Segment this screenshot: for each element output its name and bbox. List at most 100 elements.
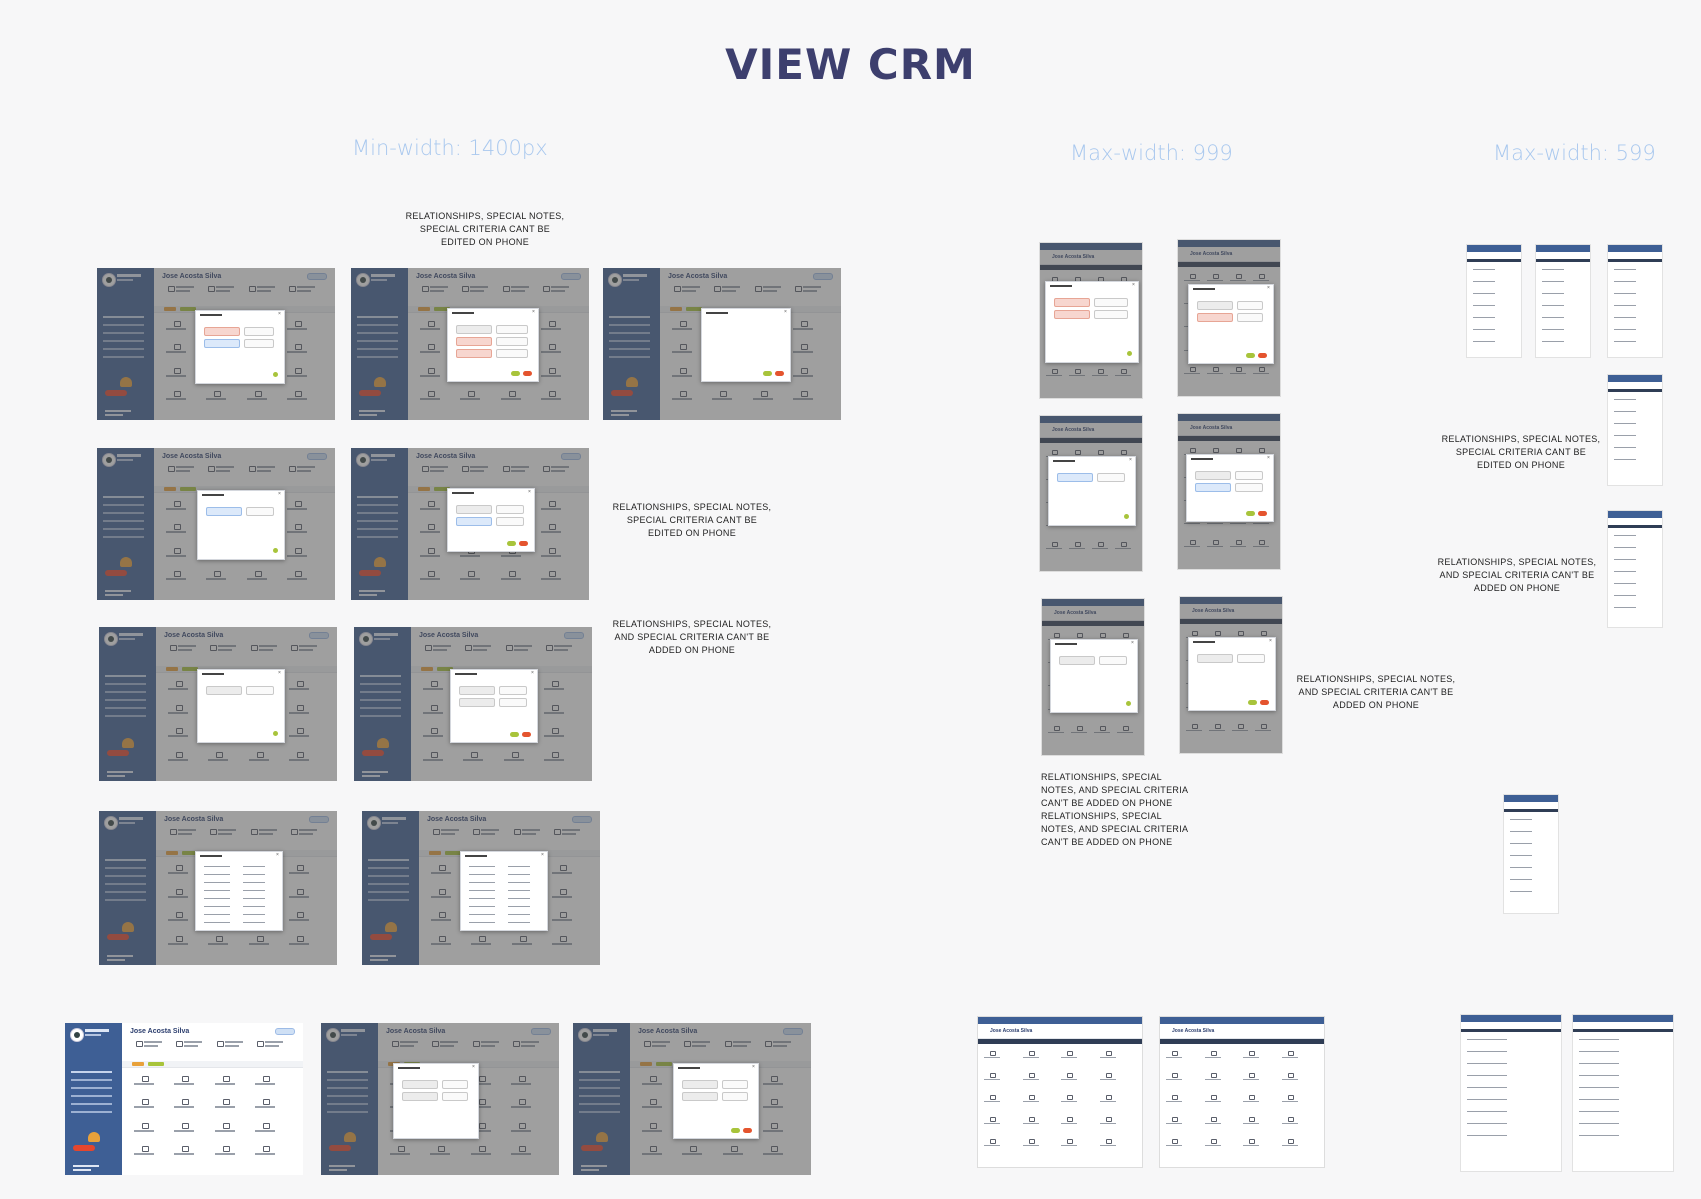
sidebar-item <box>103 512 144 514</box>
sidebar-item <box>609 348 650 350</box>
grid-icon <box>254 570 262 577</box>
info-line <box>216 466 235 468</box>
grid-line <box>471 942 492 945</box>
grid-icon <box>1287 1051 1294 1056</box>
screenshot-phone <box>1607 374 1663 486</box>
info-line <box>298 829 317 831</box>
info-line <box>692 1041 711 1043</box>
dialog-title <box>465 855 487 857</box>
grid-icon <box>294 547 302 554</box>
grid-icon <box>1121 450 1127 455</box>
field <box>1099 656 1127 665</box>
grid-line <box>1253 372 1269 374</box>
sidebar-item <box>609 324 650 326</box>
mobile-header <box>1608 375 1662 382</box>
info-icon <box>392 1041 399 1047</box>
grid-icon <box>296 681 304 687</box>
grid-icon <box>174 367 181 374</box>
sidebar-item <box>105 699 146 701</box>
tabs-bar <box>1042 621 1144 626</box>
grid-icon <box>216 751 224 758</box>
grid-icon <box>1210 1073 1217 1078</box>
info-line <box>1510 819 1532 820</box>
info-line <box>1579 1111 1619 1112</box>
info-line <box>1467 1075 1507 1076</box>
info-line <box>1467 1123 1507 1124</box>
grid-line <box>166 328 186 330</box>
grid-line <box>1186 729 1202 731</box>
grid-line <box>510 1083 531 1085</box>
grid-line <box>431 919 451 921</box>
grid-line <box>460 554 481 557</box>
info-line <box>218 649 233 651</box>
field <box>1237 313 1263 322</box>
grid-icon <box>296 888 304 895</box>
grid-icon <box>1054 725 1060 731</box>
info-line <box>296 466 315 468</box>
close-icon: × <box>531 670 534 676</box>
tag <box>166 667 178 671</box>
dialog: × <box>1186 454 1274 522</box>
grid-line <box>1230 372 1246 374</box>
logo-icon <box>376 738 389 748</box>
info-line <box>1579 1099 1619 1100</box>
info-icon <box>290 829 298 835</box>
grid-icon <box>551 704 559 711</box>
sign-out-button <box>107 750 129 756</box>
user-name <box>341 1029 365 1032</box>
dialog-title <box>706 312 728 314</box>
footer-line <box>362 771 388 773</box>
chip <box>456 337 492 346</box>
grid-icon <box>1236 448 1242 453</box>
grid-icon <box>1028 1139 1035 1144</box>
grid-icon <box>508 570 516 577</box>
grid-icon <box>548 570 556 577</box>
screenshot-tablet: Jose Acosta Silva <box>1159 1016 1325 1168</box>
edit-button <box>309 632 329 639</box>
chip <box>456 517 492 526</box>
grid-icon <box>262 1099 270 1106</box>
mobile-header <box>1042 599 1144 606</box>
grid-icon <box>548 524 556 531</box>
footer-line <box>370 955 396 957</box>
user-name <box>371 454 395 457</box>
client-name: Jose Acosta Silva <box>668 273 728 280</box>
sidebar-item <box>357 324 398 326</box>
sidebar-item <box>71 1095 112 1097</box>
info-line <box>520 1045 535 1047</box>
table-cell <box>243 898 265 899</box>
client-header <box>978 1024 1142 1039</box>
info-line <box>473 649 488 651</box>
grid-line <box>463 758 484 761</box>
avatar <box>608 273 622 287</box>
grid-line <box>510 1152 531 1155</box>
info-line <box>258 645 277 647</box>
dialog-title <box>452 312 474 314</box>
table-cell <box>469 898 495 899</box>
grid-icon <box>508 390 516 397</box>
grid-line <box>722 1152 743 1155</box>
info-line <box>1579 1051 1619 1052</box>
field <box>722 1092 748 1101</box>
grid-icon <box>770 1099 778 1106</box>
client-name: Jose Acosta Silva <box>1190 251 1233 257</box>
info-line <box>430 466 448 468</box>
edit-button <box>572 816 592 823</box>
user-name <box>117 454 141 457</box>
info-line <box>732 1045 747 1047</box>
table-cell <box>508 922 530 923</box>
grid-line <box>1115 548 1131 549</box>
tabs-bar <box>1608 525 1662 528</box>
sidebar-item <box>357 356 398 358</box>
grid-icon <box>1105 1051 1112 1056</box>
grid-icon <box>1261 723 1267 729</box>
grid-icon <box>1259 274 1265 279</box>
sidebar-item <box>357 528 398 530</box>
grid-line <box>792 351 813 354</box>
dialog: × <box>701 308 791 382</box>
info-line <box>433 649 447 651</box>
grid-line <box>1253 280 1269 281</box>
sidebar <box>603 268 660 420</box>
sidebar-item <box>327 1087 368 1089</box>
client-name: Jose Acosta Silva <box>638 1028 698 1035</box>
